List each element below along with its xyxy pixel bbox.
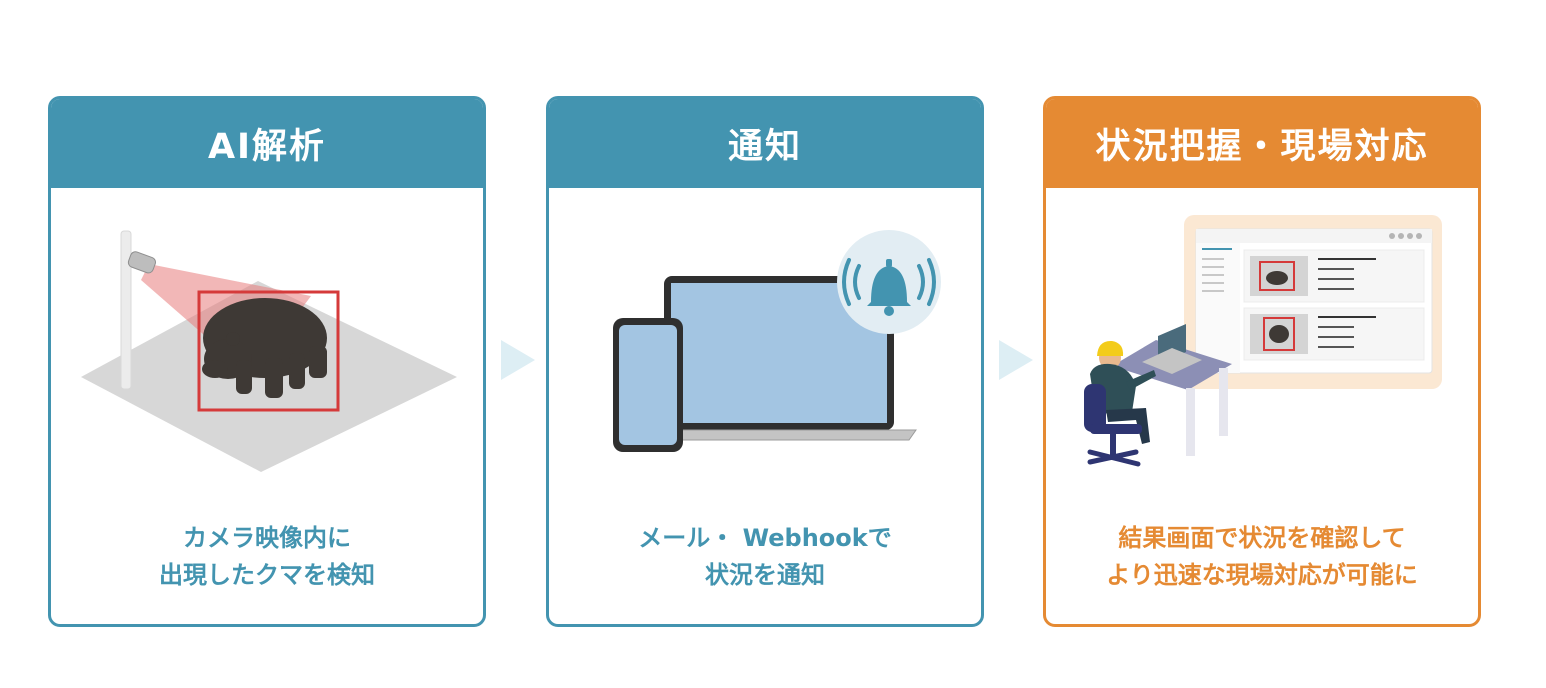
caption-line: 結果画面で状況を確認して xyxy=(1118,524,1406,552)
step-body: 結果画面で状況を確認して より迅速な現場対応が可能に xyxy=(1046,188,1478,624)
step-card-ai-analysis: AI解析 カメラ映像内に xyxy=(48,96,486,627)
operator-monitoring-icon xyxy=(1084,215,1442,467)
step-caption: メール・ Webhookで 状況を通知 xyxy=(549,520,981,594)
chevron-right-icon xyxy=(501,340,535,380)
step-body: カメラ映像内に 出現したクマを検知 xyxy=(51,188,483,624)
step-title: AI解析 xyxy=(51,99,483,188)
caption-line: カメラ映像内に xyxy=(183,524,351,552)
camera-detection-icon xyxy=(81,230,457,472)
notification-bell-icon xyxy=(613,230,941,452)
step-caption: 結果画面で状況を確認して より迅速な現場対応が可能に xyxy=(1046,520,1478,594)
step-title: 通知 xyxy=(549,99,981,188)
bear-icon xyxy=(202,298,327,398)
caption-line: より迅速な現場対応が可能に xyxy=(1106,561,1418,589)
caption-line: メール・ Webhookで xyxy=(638,524,892,552)
step-card-notification: 通知 メール・ Webhookで 状況を通知 xyxy=(546,96,984,627)
step-caption: カメラ映像内に 出現したクマを検知 xyxy=(51,520,483,594)
step-card-response: 状況把握・現場対応 xyxy=(1043,96,1481,627)
step-body: メール・ Webhookで 状況を通知 xyxy=(549,188,981,624)
step-title: 状況把握・現場対応 xyxy=(1046,99,1478,188)
caption-line: 状況を通知 xyxy=(705,561,825,589)
caption-line: 出現したクマを検知 xyxy=(159,561,375,589)
chevron-right-icon xyxy=(999,340,1033,380)
